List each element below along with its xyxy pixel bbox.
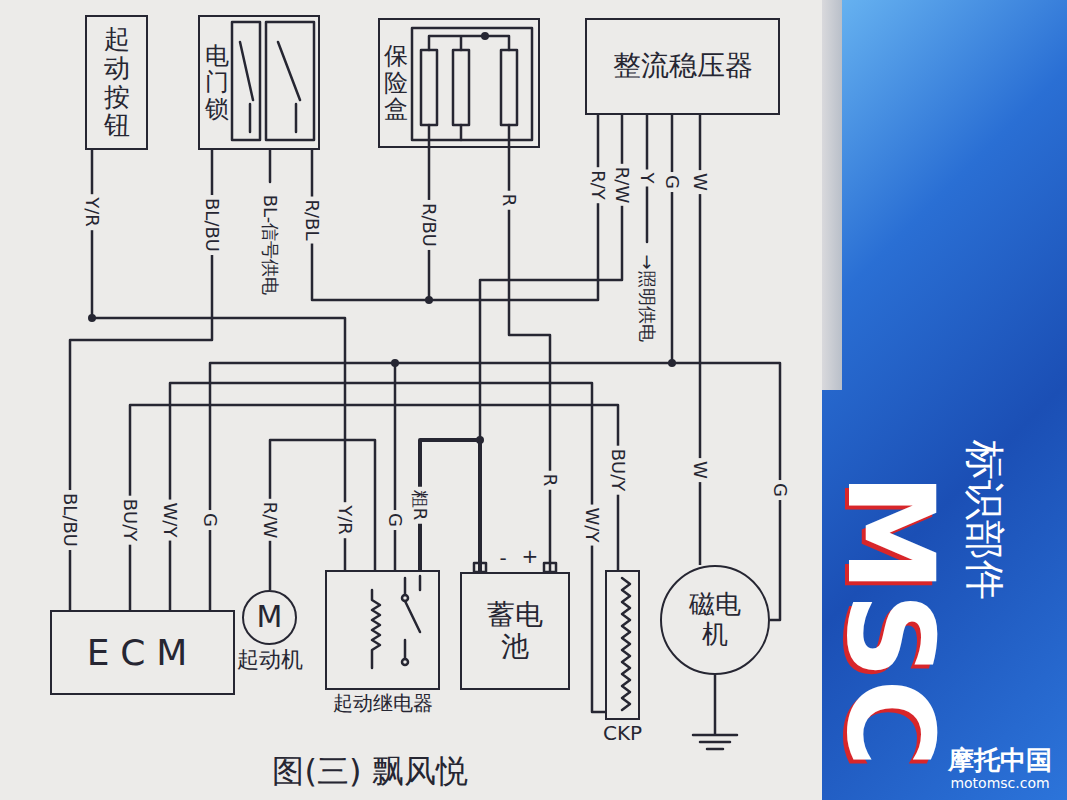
node-text: M — [257, 600, 283, 635]
wire-label: G — [384, 510, 406, 530]
fuse-wire — [429, 36, 509, 148]
node-text: 磁电机 — [688, 590, 743, 650]
wire-label: Y/R — [81, 194, 103, 230]
wire-label: W — [689, 458, 711, 482]
magneto-circle: 磁电机 — [660, 565, 770, 675]
ground-symbol — [693, 675, 737, 749]
wire-connector — [70, 150, 212, 610]
watermark-url: motomsc.com — [950, 776, 1049, 790]
node-text: 电门锁 — [205, 43, 229, 122]
wire-label: →照明供电 — [636, 251, 658, 344]
wire-label: R/W — [611, 164, 633, 206]
motor-circle: M起动机 — [242, 590, 297, 645]
wire-label: R/Y — [587, 167, 609, 203]
watermark-text: 摩托中国 — [948, 747, 1052, 773]
wire-connector — [170, 383, 605, 712]
switch-compartment — [232, 22, 260, 140]
wire-connector — [210, 363, 780, 620]
node-text: 起动按钮 — [104, 25, 130, 139]
wire-label: G — [199, 510, 221, 530]
junction-dot — [481, 32, 489, 40]
wire-label: - — [496, 546, 509, 570]
wire-connector — [92, 150, 345, 570]
figure-caption: 图(三) 飘风悦 — [272, 754, 467, 789]
fuse-symbol — [453, 50, 469, 125]
node-text: 蓄电池 — [486, 599, 545, 663]
relay-coil — [372, 590, 380, 668]
wire-connector — [509, 148, 550, 572]
regulator-box: 整流稳压器 — [585, 18, 780, 115]
wire-label: G — [769, 480, 791, 500]
fuse-box: 保险盒 — [378, 18, 540, 148]
switch-box: 起动按钮 — [85, 15, 148, 150]
wire-connector — [130, 405, 618, 610]
wire-label: 粗R — [409, 487, 431, 524]
component-label: 起动机 — [237, 647, 303, 672]
wire-label: W — [689, 170, 711, 194]
fuse-symbol — [501, 50, 517, 125]
wire-label: R/BL — [301, 197, 323, 244]
ecu-box: ECM — [50, 610, 235, 695]
wire-label: R — [498, 191, 520, 210]
relay-switch — [405, 576, 420, 659]
wire-label: G — [661, 172, 683, 192]
node-text: 整流稳压器 — [613, 50, 753, 82]
node-text: 保险盒 — [384, 43, 408, 122]
wire-label: R/W — [259, 499, 281, 541]
wire-label: Y/R — [334, 502, 356, 538]
watermark-text: 标识部件 — [965, 440, 1005, 600]
watermark-logo: MSC — [830, 473, 950, 767]
book-edge — [822, 0, 842, 390]
sensor-coil — [622, 578, 630, 710]
switch-box: 电门锁 — [198, 15, 320, 150]
wire-label: W/Y — [159, 500, 181, 541]
wire-label: BL/BU — [201, 195, 223, 255]
wire-label: Y — [636, 170, 658, 187]
component-label: 起动继电器 — [333, 692, 433, 715]
wire-label: BU/Y — [607, 446, 629, 495]
wire — [671, 115, 674, 363]
wire — [269, 150, 272, 182]
wire-label: W/Y — [581, 505, 603, 546]
wire-label: BL-信号供电 — [259, 192, 281, 299]
wire-label: R/BU — [418, 200, 440, 250]
relay-box: 起动继电器 — [325, 570, 440, 690]
wire-connector — [270, 440, 375, 590]
sensor-box: CKP — [605, 570, 640, 720]
wire-label: R — [539, 471, 561, 490]
wire-connector — [312, 115, 598, 300]
wire-label: BL/BU — [59, 490, 81, 550]
wire-label: BU/Y — [119, 496, 141, 545]
node-text: ECM — [87, 632, 198, 673]
wire-label: + — [519, 544, 542, 568]
wire — [394, 363, 397, 570]
battery-box: 蓄电池 — [460, 572, 570, 690]
fuse-symbol — [421, 50, 437, 125]
switch-contact — [240, 42, 300, 132]
component-label: CKP — [603, 722, 642, 745]
switch-compartment — [266, 22, 314, 140]
